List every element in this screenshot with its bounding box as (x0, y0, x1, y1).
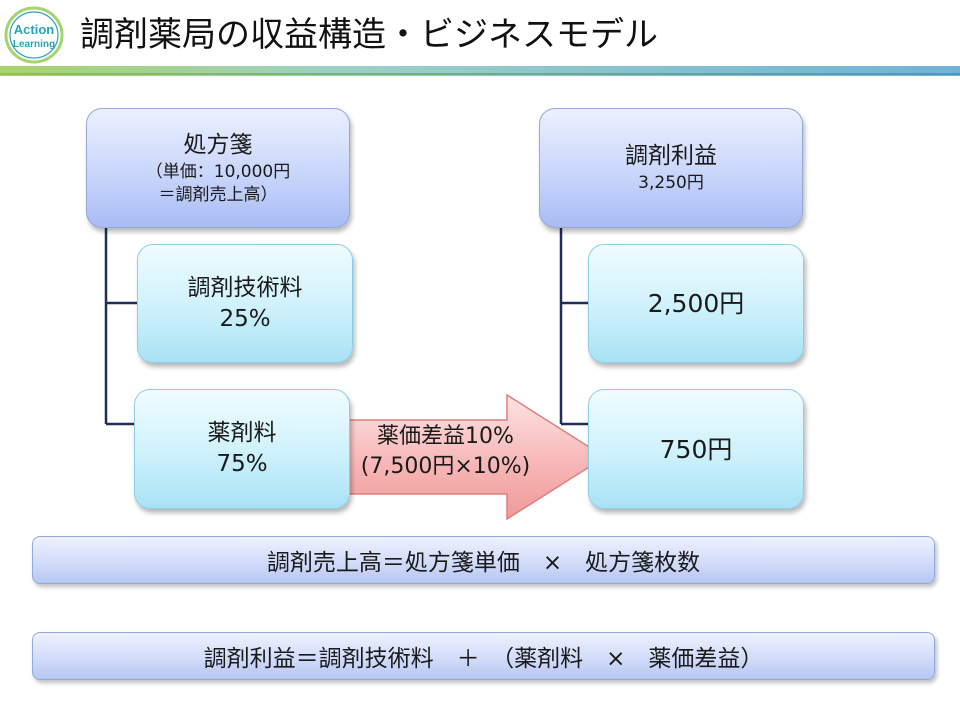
dispensing-fee-box: 調剤技術料 25% (137, 244, 353, 363)
sales-formula: 調剤売上高＝処方箋単価 × 処方箋枚数 (32, 536, 935, 584)
fee-profit-box: 2,500円 (588, 244, 804, 363)
margin-profit-box: 750円 (588, 389, 804, 509)
logo-text-learning: Learning (13, 39, 55, 50)
dispensing-fee-title: 調剤技術料 (187, 274, 303, 301)
left-tree-connector (104, 228, 137, 426)
profit-formula: 調剤利益＝調剤技術料 ＋ （薬剤料 × 薬価差益） (32, 632, 935, 680)
drug-margin-rate: 薬価差益10% (377, 424, 514, 449)
dispensing-profit-value: 3,250円 (638, 173, 704, 193)
prescription-box: 処方箋 （単価：10,000円 ＝調剤売上高） (86, 108, 350, 228)
drug-fee-share: 75% (216, 451, 268, 477)
fee-profit-value: 2,500円 (647, 289, 745, 318)
title-underline-bar (0, 66, 960, 76)
dispensing-profit-box: 調剤利益 3,250円 (539, 108, 803, 228)
page-title: 調剤薬局の収益構造・ビジネスモデル (80, 15, 658, 55)
prescription-sales-note: ＝調剤売上高） (158, 184, 278, 205)
action-learning-logo: Action Learning (4, 6, 64, 64)
logo-text-action: Action (14, 22, 55, 37)
margin-profit-value: 750円 (659, 434, 733, 464)
title-underline-line (0, 73, 960, 75)
right-tree-connector (559, 228, 588, 426)
drug-fee-box: 薬剤料 75% (134, 389, 350, 509)
prescription-title: 処方箋 (183, 131, 253, 158)
drug-margin-calc: (7,500円×10%) (360, 454, 531, 479)
drug-fee-title: 薬剤料 (207, 420, 277, 446)
dispensing-profit-title: 調剤利益 (625, 143, 717, 169)
prescription-unit-price: （単価：10,000円 (145, 161, 291, 182)
dispensing-fee-share: 25% (219, 305, 271, 332)
drug-margin-label: 薬価差益10% (7,500円×10%) (338, 422, 553, 482)
